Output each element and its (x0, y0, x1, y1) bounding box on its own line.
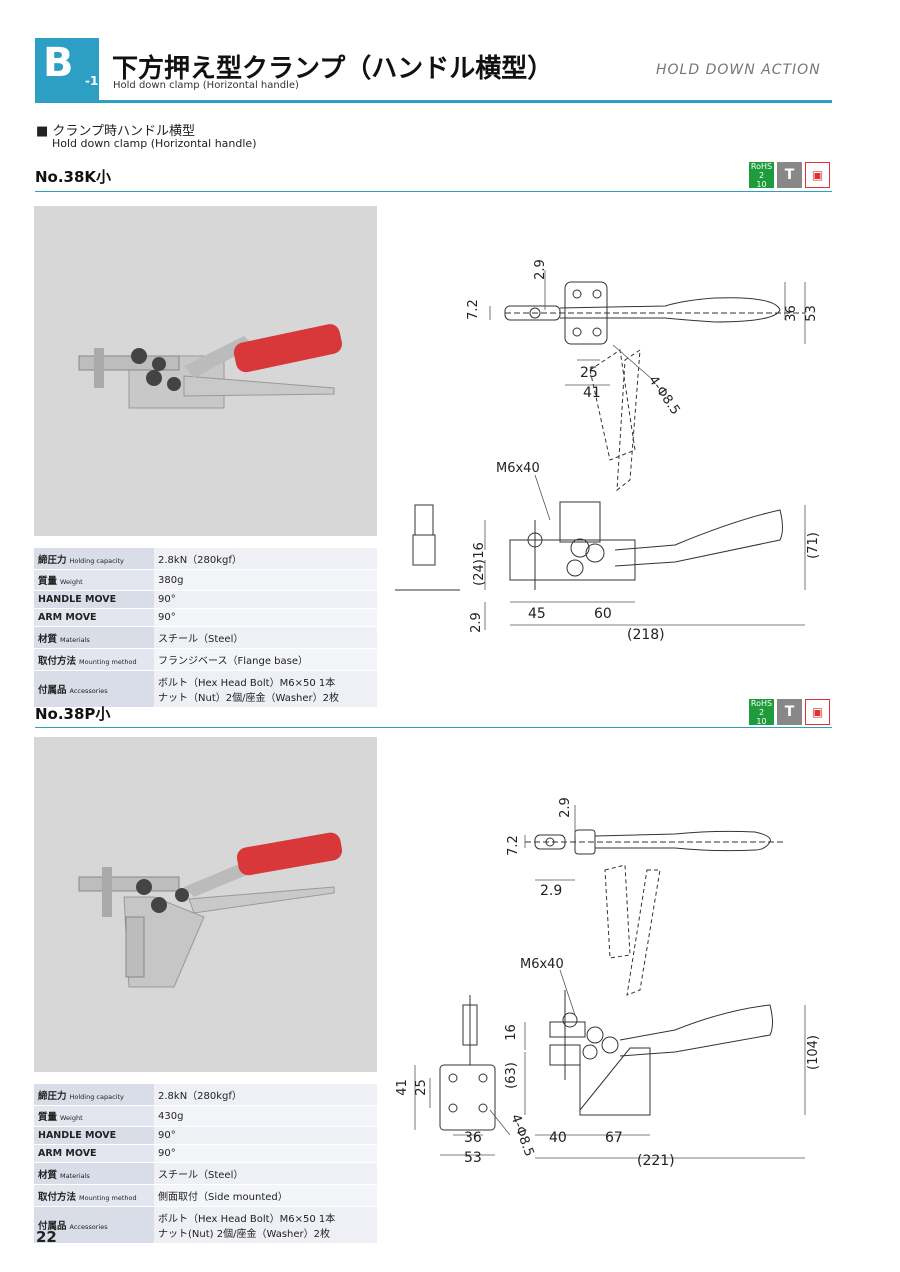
page-title: 下方押え型クランプ（ハンドル横型） (112, 54, 554, 84)
technical-drawing-2 (414, 805, 806, 1159)
dim-label: 7.2 (505, 835, 521, 856)
dim-label: (63) (503, 1062, 519, 1089)
dim-label: 16 (471, 542, 487, 559)
dim-label: 2.9 (540, 883, 563, 899)
product-photo-1 (34, 206, 377, 536)
dim-label: (221) (637, 1153, 675, 1169)
dim-label: 41 (394, 1079, 410, 1096)
dim-label: (218) (627, 627, 665, 643)
dim-label: 53 (464, 1150, 482, 1166)
dim-label: 53 (803, 305, 819, 322)
model-rule-1 (35, 191, 832, 192)
product-photo-2 (34, 737, 377, 1072)
dim-label: 40 (549, 1130, 567, 1146)
dim-label: (24) (471, 559, 487, 586)
t-icon: T (777, 162, 802, 188)
model-rule-2 (35, 727, 832, 728)
technical-drawing-1 (395, 270, 806, 630)
dim-label: (71) (805, 532, 821, 559)
section-number: -1 (85, 74, 99, 88)
dim-label: 36 (464, 1130, 482, 1146)
dim-label: 7.2 (465, 299, 481, 320)
clamp-photo-illustration-2 (78, 832, 343, 988)
category-label: HOLD DOWN ACTION (656, 62, 821, 78)
dim-label: 25 (580, 365, 598, 381)
page-subtitle: Hold down clamp (Horizontal handle) (113, 80, 299, 91)
intro-en: Hold down clamp (Horizontal handle) (52, 137, 257, 150)
t-icon: T (777, 699, 802, 725)
model-title-2: No.38P小 (35, 705, 111, 723)
dim-label: 36 (783, 305, 799, 322)
dim-label: 2.9 (468, 612, 484, 633)
product-icon: ▣ (805, 699, 830, 725)
dim-label: 41 (583, 385, 601, 401)
dim-label: (104) (805, 1035, 821, 1070)
section-letter: B (43, 40, 74, 86)
page-number: 22 (36, 1228, 57, 1246)
dim-label: 16 (503, 1024, 519, 1041)
dim-label: 2.9 (532, 259, 548, 280)
dim-label: 67 (605, 1130, 623, 1146)
header-rule (35, 100, 832, 103)
model-title-1: No.38K小 (35, 168, 112, 186)
dim-label: 2.9 (557, 797, 573, 818)
intro-jp: ■ クランプ時ハンドル横型 (36, 124, 196, 139)
product-icon: ▣ (805, 162, 830, 188)
section-badge: B -1 (35, 38, 99, 102)
dim-label: M6x40 (496, 461, 540, 476)
dim-label: 60 (594, 606, 612, 622)
dim-label: 25 (413, 1079, 429, 1096)
dim-label: M6x40 (520, 957, 564, 972)
clamp-photo-illustration-1 (78, 324, 342, 409)
dim-label: 45 (528, 606, 546, 622)
